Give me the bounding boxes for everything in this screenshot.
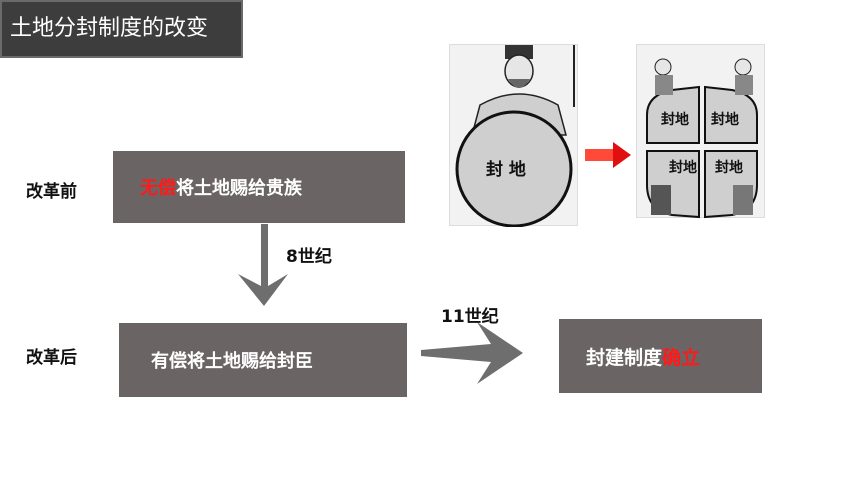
lord-with-fief-illustration: 封 地 bbox=[449, 44, 578, 227]
right-arrow-icon bbox=[421, 322, 523, 384]
fief-stamp-3: 封地 bbox=[669, 160, 697, 176]
divided-fiefs-illustration: 封地 封地 封地 封地 bbox=[636, 44, 765, 219]
slide-title: 土地分封制度的改变 bbox=[0, 0, 243, 58]
eighth-century-label: 8世纪 bbox=[286, 247, 332, 267]
before-reform-red-text: 无偿 bbox=[140, 178, 176, 199]
fief-stamp-1: 封地 bbox=[661, 112, 689, 128]
result-box: 封建制度确立 bbox=[559, 319, 762, 393]
before-reform-box: 无偿将土地赐给贵族 bbox=[113, 151, 405, 223]
after-reform-label: 改革后 bbox=[26, 348, 77, 368]
down-arrow-icon bbox=[238, 224, 288, 306]
lord-drawing-icon bbox=[455, 45, 575, 227]
fief-stamp-2: 封地 bbox=[711, 112, 739, 128]
result-red-text: 确立 bbox=[662, 346, 701, 369]
before-reform-text: 将土地赐给贵族 bbox=[176, 178, 302, 199]
divided-fiefs-drawing-icon bbox=[646, 58, 758, 219]
after-reform-text: 有偿将土地赐给封臣 bbox=[151, 351, 313, 372]
fief-stamp-4: 封地 bbox=[715, 160, 743, 176]
after-reform-box: 有偿将土地赐给封臣 bbox=[119, 323, 407, 397]
result-text: 封建制度 bbox=[586, 346, 663, 369]
red-arrow-icon bbox=[585, 142, 631, 168]
eleventh-century-label: 11世纪 bbox=[441, 307, 499, 327]
before-reform-label: 改革前 bbox=[26, 182, 77, 202]
lord-fief-stamp: 封 地 bbox=[486, 160, 526, 180]
